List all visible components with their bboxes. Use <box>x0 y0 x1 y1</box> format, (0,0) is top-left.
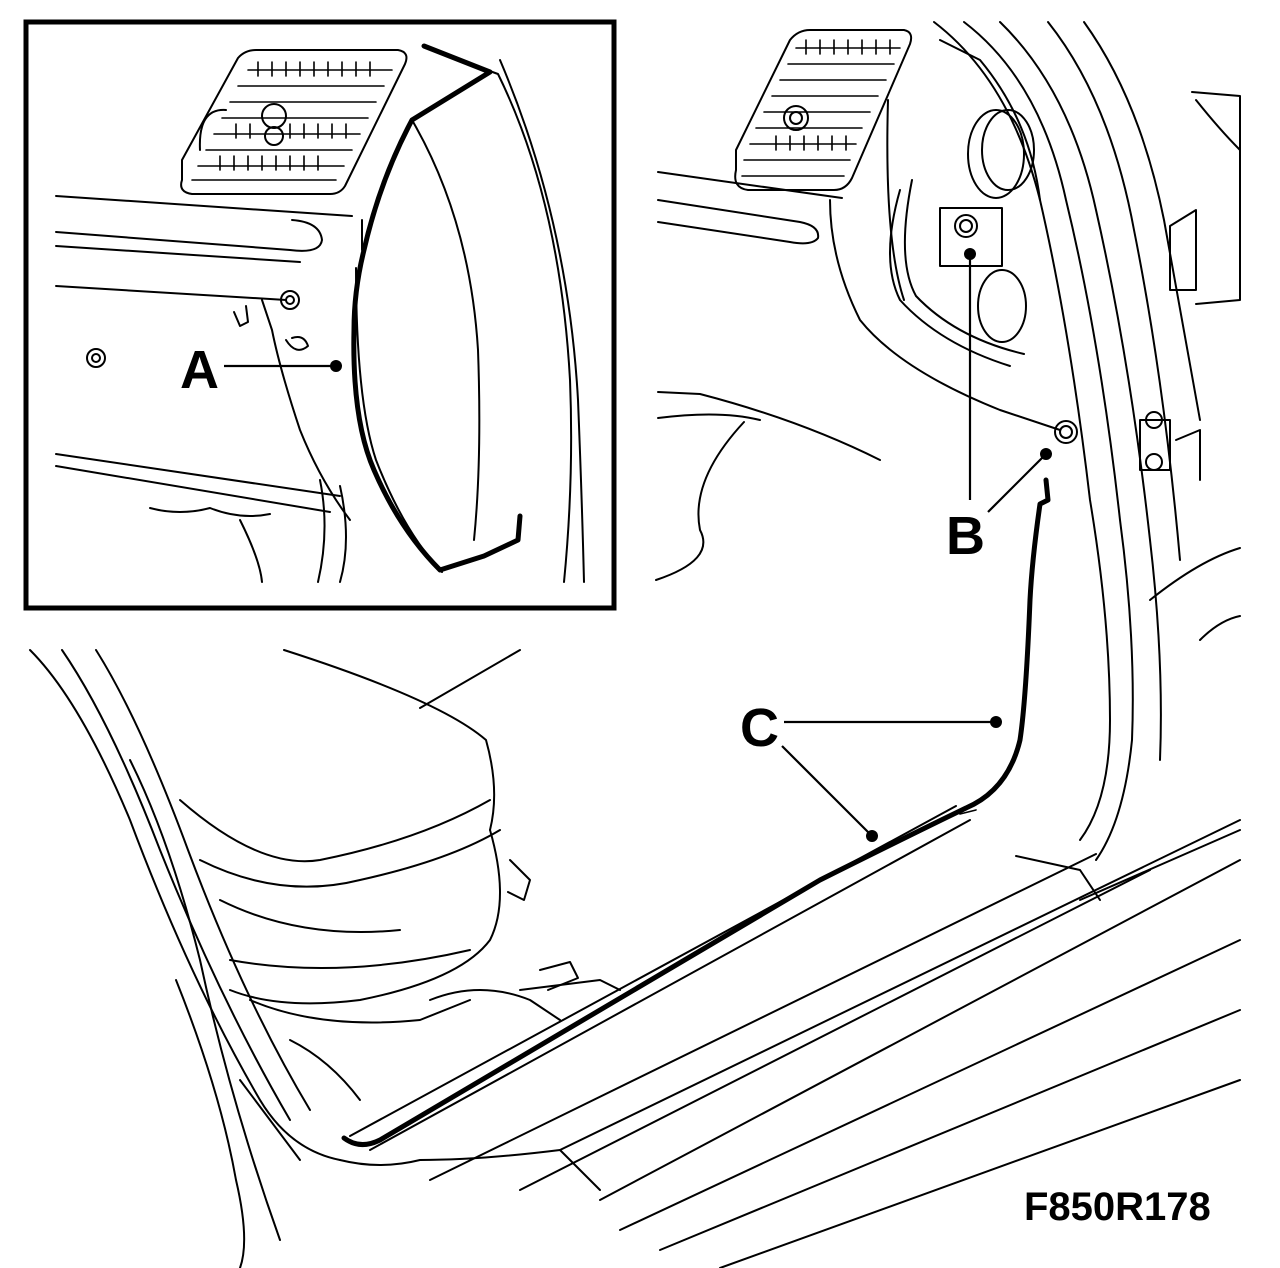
callout-b-label: B <box>946 506 985 566</box>
callout-b: B <box>946 248 1052 566</box>
sill-area: C <box>29 477 1241 1268</box>
inset-door-frame <box>351 43 585 583</box>
callout-c: C <box>740 698 1002 842</box>
figure-reference: F850R178 <box>1024 1185 1211 1229</box>
main-dashboard-area: B <box>655 21 1241 861</box>
seal-c <box>341 477 1051 1147</box>
callout-c-label: C <box>740 698 779 758</box>
seal-a <box>351 43 523 573</box>
inset-dashboard <box>55 195 353 583</box>
seat <box>179 649 621 1161</box>
inset-air-vent <box>180 49 408 195</box>
main-air-vent <box>734 29 913 191</box>
inset-frame <box>23 19 617 611</box>
callout-a-label: A <box>180 340 219 400</box>
callout-a: A <box>180 340 342 400</box>
inset-detail: A <box>23 19 617 611</box>
